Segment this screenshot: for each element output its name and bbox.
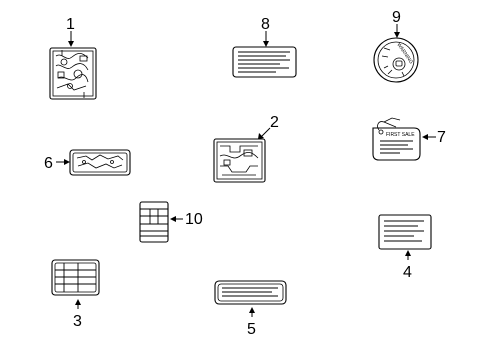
- arrowhead-8: [263, 41, 269, 47]
- callout-number: 8: [261, 16, 270, 33]
- label-1: 1: [49, 16, 97, 100]
- label-6: 6: [44, 149, 131, 176]
- label-2: 2: [213, 114, 279, 183]
- arrowhead-2: [258, 133, 264, 139]
- callout-number: 6: [44, 155, 53, 172]
- callout-number: 5: [247, 321, 256, 338]
- label-5: 5: [214, 280, 287, 338]
- label-3: 3: [51, 259, 100, 330]
- callout-number: 2: [270, 114, 279, 131]
- leader-line-2: [261, 127, 271, 137]
- label-8: 8: [232, 16, 297, 78]
- label-7: 7 FIRST SALE: [372, 117, 446, 161]
- label-4: 4: [378, 214, 432, 281]
- label-9: 9 WARNING: [373, 9, 419, 83]
- arrowhead-6: [64, 159, 70, 165]
- arrowhead-3: [75, 299, 81, 305]
- callout-number: 9: [392, 9, 401, 26]
- hang-tag-label-icon: FIRST SALE: [372, 117, 421, 161]
- callout-number: 1: [66, 16, 75, 33]
- info-card-label-icon: [378, 214, 432, 250]
- callout-number: 10: [185, 211, 203, 228]
- engine-bay-map-label-icon: [69, 149, 131, 176]
- callout-number: 4: [403, 264, 412, 281]
- round-warning-decal-icon: WARNING: [373, 37, 419, 83]
- label-10: 10: [139, 201, 203, 243]
- tire-info-grid-label-icon: [51, 259, 100, 296]
- arrowhead-9: [394, 32, 400, 38]
- callout-number: 3: [73, 313, 82, 330]
- tall-grid-label-icon: [139, 201, 169, 243]
- callout-number: 7: [437, 129, 446, 146]
- arrowhead-7: [422, 134, 428, 140]
- arrowhead-10: [170, 216, 176, 222]
- arrowhead-1: [68, 41, 74, 47]
- text-block-label-icon: [232, 46, 297, 78]
- arrowhead-4: [405, 250, 411, 256]
- emission-diagram-label-icon: [49, 47, 97, 100]
- long-strip-label-icon: [214, 280, 287, 305]
- tag-text: FIRST SALE: [386, 132, 415, 138]
- vacuum-hose-label-icon: [213, 138, 266, 183]
- arrowhead-5: [249, 307, 255, 313]
